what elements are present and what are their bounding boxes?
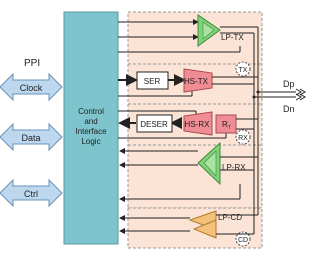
ppi-ctrl-arrow: Ctrl bbox=[0, 178, 63, 208]
logic-line-1: Control bbox=[78, 107, 104, 116]
cd-badge: CD bbox=[235, 231, 251, 247]
ppi-clock-arrow: Clock bbox=[0, 72, 63, 102]
dn-pin-label: Dn bbox=[283, 104, 295, 114]
deser-block bbox=[136, 114, 173, 133]
svg-text:RT: RT bbox=[222, 120, 231, 131]
deser-label: DESER bbox=[140, 120, 168, 129]
dphy-block-diagram: PPI Clock Data Ctrl Control and Interfac… bbox=[0, 11, 306, 249]
cd-badge-label: CD bbox=[238, 237, 248, 244]
logic-line-4: Logic bbox=[81, 137, 100, 146]
dp-node bbox=[256, 90, 260, 94]
rt-subscript: T bbox=[228, 125, 231, 131]
dp-terminal bbox=[295, 88, 306, 96]
ppi-data-arrow: Data bbox=[0, 122, 63, 152]
hs-tx-driver: HS-TX bbox=[183, 68, 213, 93]
lp-rx-label: LP-RX bbox=[222, 163, 246, 172]
ser-block bbox=[136, 71, 169, 90]
lp-tx-driver: LP-TX bbox=[197, 14, 244, 47]
dp-pin-label: Dp bbox=[283, 79, 295, 89]
tx-badge-label: TX bbox=[239, 67, 248, 74]
lp-cd-label: LP-CD bbox=[218, 213, 242, 222]
interconnect-lines bbox=[118, 19, 241, 234]
rt-label: R bbox=[222, 120, 228, 129]
rx-badge-label: RX bbox=[238, 135, 248, 142]
lane-panels bbox=[127, 11, 263, 249]
control-logic-block bbox=[63, 11, 119, 245]
lp-cd-detector: LP-CD bbox=[188, 210, 242, 239]
ppi-clock-label: Clock bbox=[20, 83, 43, 93]
tx-badge: TX bbox=[235, 61, 251, 77]
lp-rx-receiver: LP-RX bbox=[197, 141, 246, 186]
rx-badge: RX bbox=[235, 129, 251, 145]
termination-resistor: RT bbox=[215, 114, 237, 134]
lp-tx-label: LP-TX bbox=[221, 33, 244, 42]
ppi-label: PPI bbox=[24, 58, 40, 69]
ppi-ctrl-label: Ctrl bbox=[24, 189, 38, 199]
ppi-data-label: Data bbox=[21, 133, 40, 143]
logic-line-2: and bbox=[84, 117, 97, 126]
ser-label: SER bbox=[144, 77, 161, 86]
hs-rx-label: HS-RX bbox=[185, 120, 211, 129]
dn-terminal bbox=[295, 93, 306, 101]
dn-node bbox=[252, 95, 256, 99]
differential-lines bbox=[212, 26, 296, 235]
logic-line-3: Interface bbox=[75, 127, 107, 136]
hs-tx-label: HS-TX bbox=[184, 77, 209, 86]
hs-rx-receiver: HS-RX bbox=[183, 111, 213, 136]
